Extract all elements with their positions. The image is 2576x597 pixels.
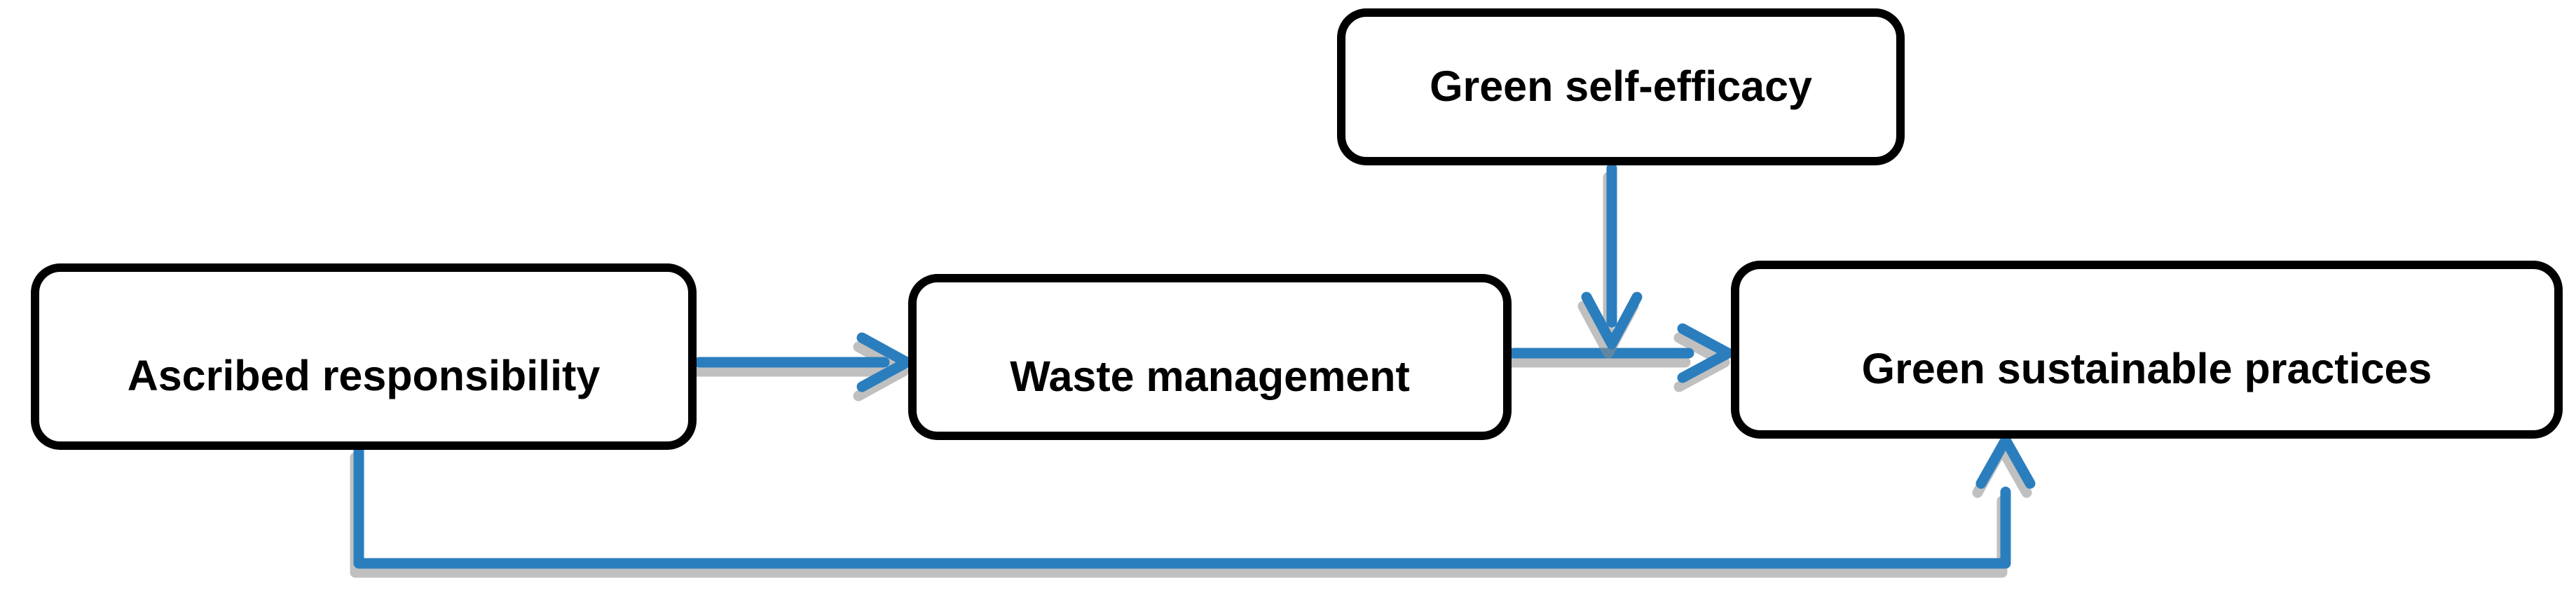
node-label: Ascribed responsibility	[127, 352, 601, 400]
arrowhead-down-icon	[1581, 291, 1643, 350]
arrowhead-up-icon	[1975, 434, 2036, 489]
arrow-ascribed-to-waste	[694, 332, 912, 392]
arrowhead-right-icon	[856, 332, 912, 392]
node-label: Green self-efficacy	[1430, 62, 1812, 111]
node-waste-management: Waste management	[908, 274, 1512, 440]
node-green-sustainable-practices: Green sustainable practices	[1731, 261, 2563, 439]
node-label: Waste management	[1010, 352, 1410, 400]
arrow-self-efficacy-moderation	[1581, 163, 1643, 350]
arrow-waste-to-practices	[1508, 323, 1734, 383]
node-ascribed-responsibility: Ascribed responsibility	[31, 263, 697, 450]
node-green-self-efficacy: Green self-efficacy	[1337, 8, 1905, 165]
arrowhead-right-icon	[1677, 323, 1734, 383]
node-label: Green sustainable practices	[1861, 345, 2432, 393]
arrow-ascribed-direct-effect	[353, 434, 2036, 569]
